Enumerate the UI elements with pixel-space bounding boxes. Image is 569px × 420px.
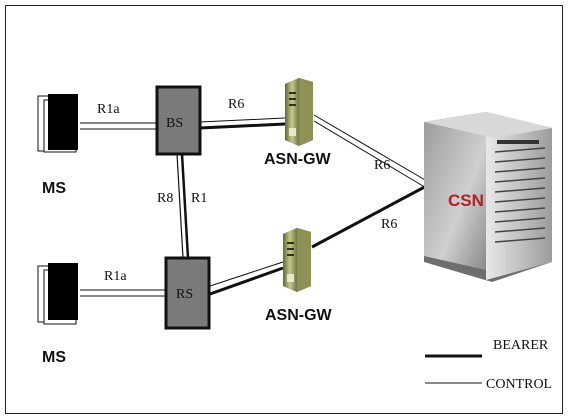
node-label-asn-gw-bottom: ASN-GW: [265, 307, 333, 324]
ms-bottom-device: [37, 263, 78, 325]
link-rs-asn-bottom: [209, 261, 284, 296]
node-label-asn-gw-top: ASN-GW: [264, 151, 332, 168]
bs-node: [155, 85, 202, 156]
node-label-ms-bottom: MS: [42, 349, 66, 366]
csn-server-icon: [424, 112, 552, 282]
legend-label-bearer: BEARER: [493, 338, 549, 353]
legend: [425, 354, 482, 384]
link-bs-asn-top: [199, 117, 286, 130]
legend-label-control: CONTROL: [486, 377, 552, 392]
link-label-r6-asn-csn: R6: [374, 158, 390, 173]
node-label-bs: BS: [166, 116, 183, 131]
link-label-r1a-top: R1a: [97, 102, 120, 117]
server-icon: [285, 78, 313, 146]
node-label-ms-top: MS: [42, 180, 66, 197]
link-bs-rs: [176, 153, 190, 259]
rs-node: [164, 256, 211, 330]
link-label-r1: R1: [191, 191, 207, 206]
link-label-r6-bs-asn: R6: [228, 97, 244, 112]
ms-top-device: [37, 94, 78, 153]
link-asn-top-csn: [313, 114, 433, 190]
node-label-csn: CSN: [448, 191, 484, 210]
link-label-r1a-bottom: R1a: [104, 269, 127, 284]
link-label-r8: R8: [157, 191, 173, 206]
link-label-r6-rs-csn: R6: [381, 217, 397, 232]
link-ms-rs: [80, 289, 166, 297]
node-label-rs: RS: [176, 287, 193, 302]
link-ms-bs: [80, 122, 157, 130]
server-icon: [283, 228, 311, 292]
link-asn-bottom-csn: [311, 181, 433, 249]
